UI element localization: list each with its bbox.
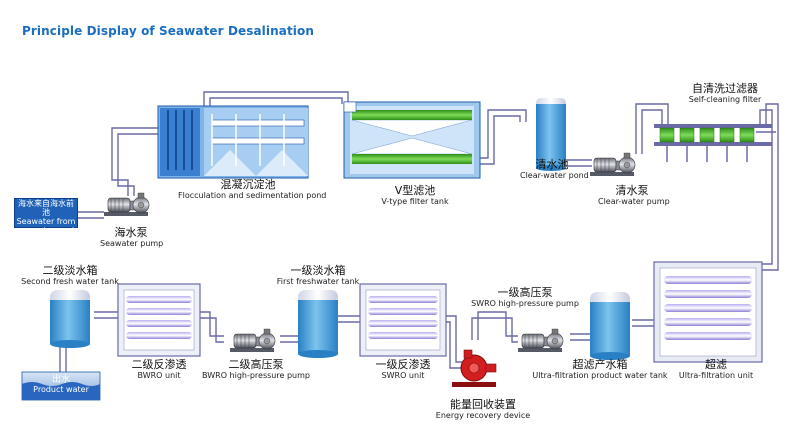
seawater-source-en2: seawater pool <box>17 226 75 235</box>
ultra-filtration-unit <box>653 261 763 363</box>
bwro-membrane-rack <box>117 283 201 357</box>
uf-tank-label: 超滤产水箱 Ultra-filtration product water tan… <box>532 358 668 380</box>
product-water-pool <box>21 371 101 401</box>
swro-membrane-rack <box>359 283 447 357</box>
first-tank-label: 一级淡水箱 First freshwater tank <box>276 264 360 286</box>
seawater-source-zh: 海水来自海水前池 <box>18 199 74 217</box>
seawater-source-box: 海水来自海水前池 Seawater from seawater pool <box>14 198 78 235</box>
clear-pond-label: 清水池 Clear-water pond <box>520 158 589 180</box>
erd-label: 能量回收装置 Energy recovery device <box>435 398 531 420</box>
clear-pump-label: 清水泵 Clear-water pump <box>598 184 670 206</box>
seawater-source-en1: Seawater from <box>16 217 76 226</box>
storage-tank-icon <box>50 98 630 360</box>
uf-label: 超滤 Ultra-filtration unit <box>678 358 754 380</box>
swro-unit-label: 一级反渗透 SWRO unit <box>375 358 431 380</box>
self-cleaning-filter <box>654 124 772 162</box>
page-title: Principle Display of Seawater Desalinati… <box>22 24 314 38</box>
flocculation-label: 混凝沉淀池 Flocculation and sedimentation pon… <box>178 178 327 200</box>
energy-recovery-icon <box>452 349 497 387</box>
flocculation-pond <box>157 105 309 179</box>
swro-pump-label: 一级高压泵 SWRO high-pressure pump <box>471 286 579 308</box>
second-tank-label: 二级淡水箱 Second fresh water tank <box>21 264 119 286</box>
v-filter-label: V型滤池 V-type filter tank <box>381 184 449 206</box>
product-water-label: 出水 Product water <box>33 375 89 394</box>
pipe-network <box>59 91 779 376</box>
self-clean-label: 自清洗过滤器 Self-cleaning filter <box>688 82 762 104</box>
bwro-unit-label: 二级反渗透 BWRO unit <box>131 358 187 380</box>
bwro-pump-label: 二级高压泵 BWRO high-pressure pump <box>202 358 310 380</box>
seawater-pump-label: 海水泵 Seawater pump <box>100 226 164 248</box>
v-filter-tank <box>343 101 481 179</box>
